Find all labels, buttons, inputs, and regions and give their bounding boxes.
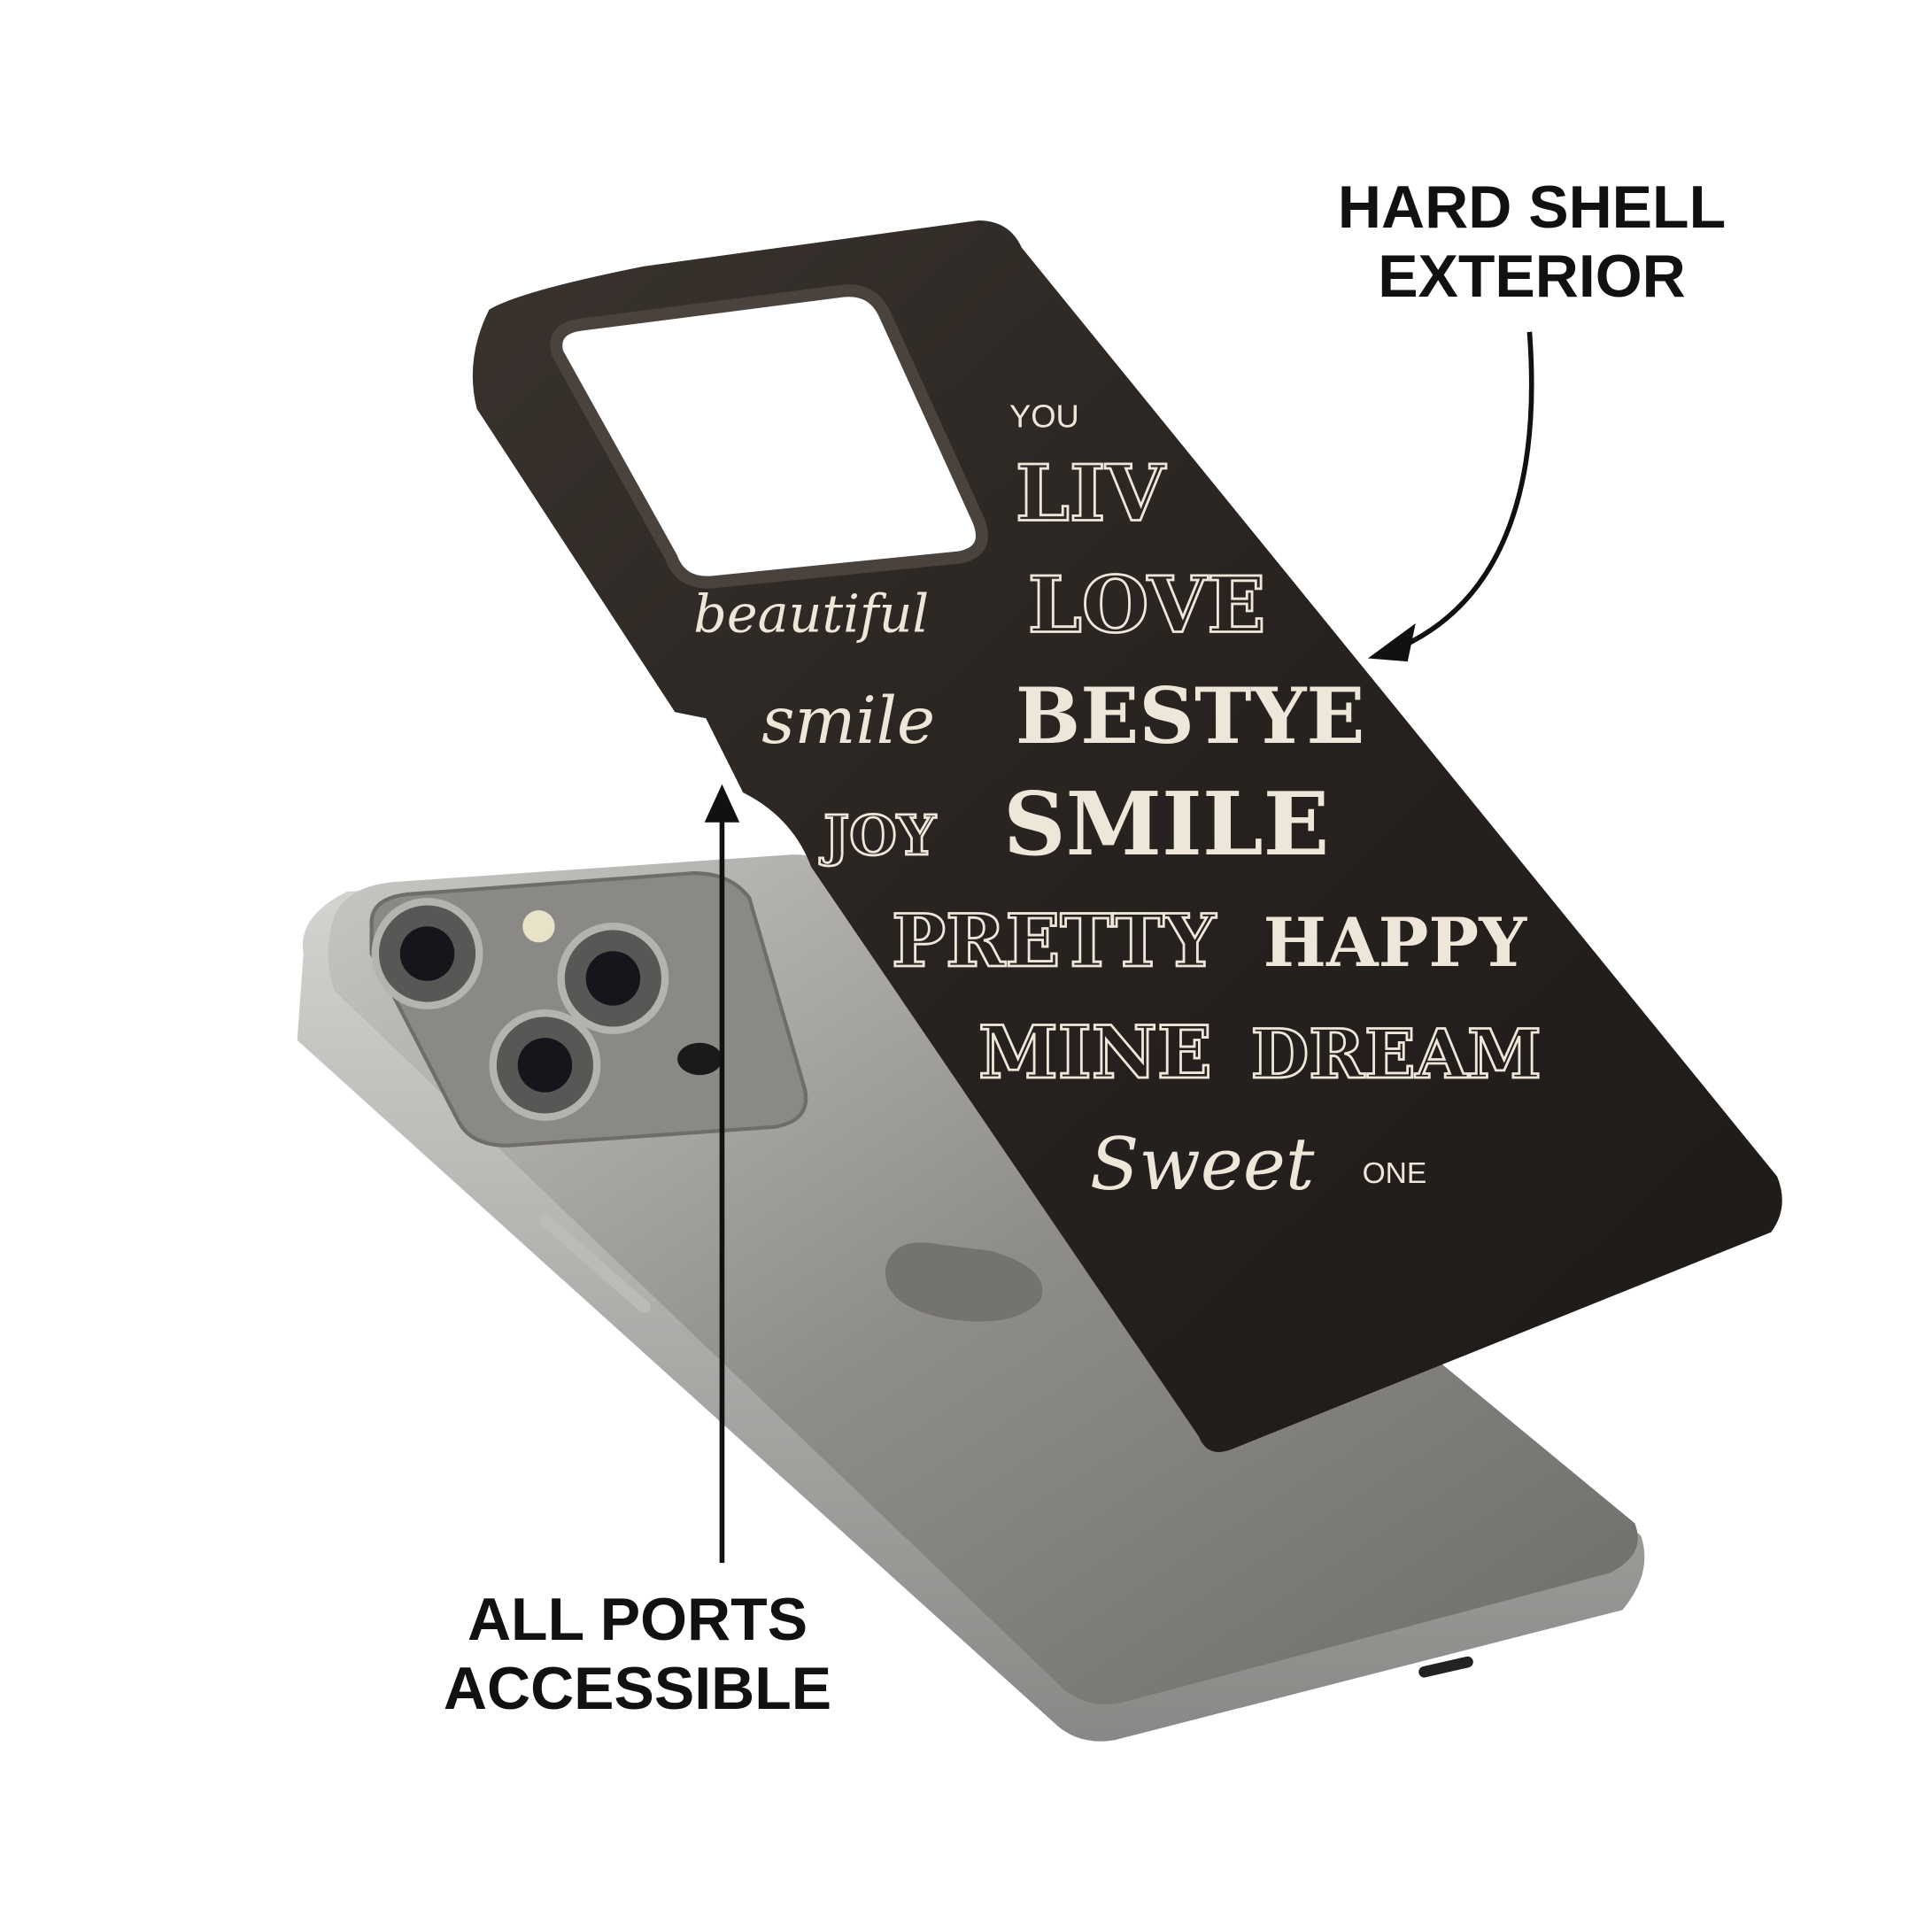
pattern-word: LIV (1016, 449, 1167, 538)
usb-port-icon (1418, 1656, 1473, 1678)
phone (297, 854, 1645, 1742)
pattern-word: beautiful (693, 583, 929, 644)
hard-shell-case: YOU LIV beautiful LOVE smile BESTYE JOY … (472, 220, 1782, 1452)
pattern-word: LOVE (1028, 560, 1265, 650)
callout-ports: ALL PORTS ACCESSIBLE (416, 1585, 859, 1723)
callout-line: ACCESSIBLE (443, 1655, 832, 1722)
callout-line: ALL PORTS (467, 1586, 808, 1653)
pattern-word: JOY (819, 803, 937, 868)
side-button (538, 1213, 651, 1313)
callout-line: EXTERIOR (1378, 243, 1686, 310)
callout-arrow-ports (704, 784, 740, 1564)
pattern-word: DREAM (1251, 1015, 1542, 1094)
flash-icon (522, 910, 555, 943)
pattern-word: HAPPY (1264, 903, 1528, 982)
callout-line: HARD SHELL (1337, 174, 1727, 241)
camera-cutout (550, 284, 988, 589)
pattern-word: PRETTY (892, 900, 1217, 984)
pattern-word: ONE (1363, 1157, 1427, 1190)
pattern-word: Sweet (1090, 1124, 1315, 1207)
pattern-word: smile (761, 684, 935, 759)
pattern-word: SMILE (1003, 774, 1329, 876)
pattern-word: BESTYE (1016, 672, 1365, 761)
callout-arrow-shell (1367, 331, 1534, 662)
pattern-word: YOU (1009, 398, 1079, 435)
case-pattern: YOU LIV beautiful LOVE smile BESTYE JOY … (693, 398, 1542, 1207)
pattern-word: MINE (978, 1011, 1212, 1095)
lidar-icon (677, 1042, 723, 1076)
apple-logo-icon (885, 1242, 1043, 1322)
callout-hard-shell: HARD SHELL EXTERIOR (1310, 173, 1753, 311)
camera-lenses (371, 898, 723, 1121)
